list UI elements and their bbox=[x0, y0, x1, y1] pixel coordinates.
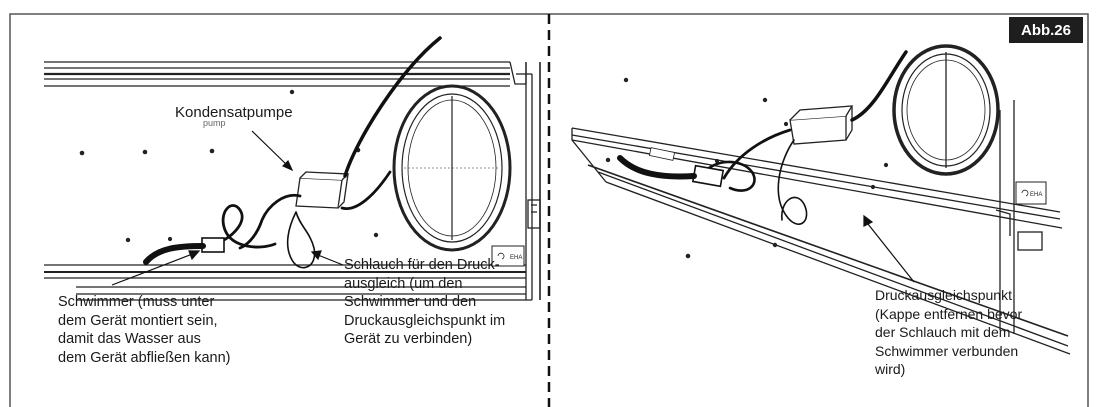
float-label: Schwimmer (muss unter dem Gerät montiert… bbox=[58, 294, 231, 366]
eha-tag-left: EHA bbox=[491, 245, 525, 267]
leader-line-right bbox=[863, 214, 915, 283]
hose-label: Schlauch für den Druck- ausgleich (um de… bbox=[344, 257, 506, 347]
float-left bbox=[143, 237, 225, 265]
svg-text:pump: pump bbox=[203, 118, 226, 128]
svg-text:EHA: EHA bbox=[1030, 192, 1042, 198]
svg-text:EHA: EHA bbox=[510, 255, 522, 261]
hose-left bbox=[213, 36, 442, 269]
screw-dots-right bbox=[605, 77, 889, 259]
left-panel-unit bbox=[44, 61, 541, 301]
condensate-pump-right bbox=[789, 105, 854, 145]
figure-label-badge: Abb.26 bbox=[1009, 17, 1083, 43]
hose-right bbox=[700, 50, 908, 225]
leader-lines-left bbox=[111, 130, 344, 286]
eha-tag-right: EHA bbox=[1015, 181, 1047, 205]
pump-label: Kondensatpumpe bbox=[175, 104, 293, 121]
pressure-point-label: Druckausgleichspunkt (Kappe entfernen be… bbox=[875, 287, 1023, 377]
float-right bbox=[617, 147, 725, 188]
condensate-pump: pump bbox=[203, 118, 350, 209]
